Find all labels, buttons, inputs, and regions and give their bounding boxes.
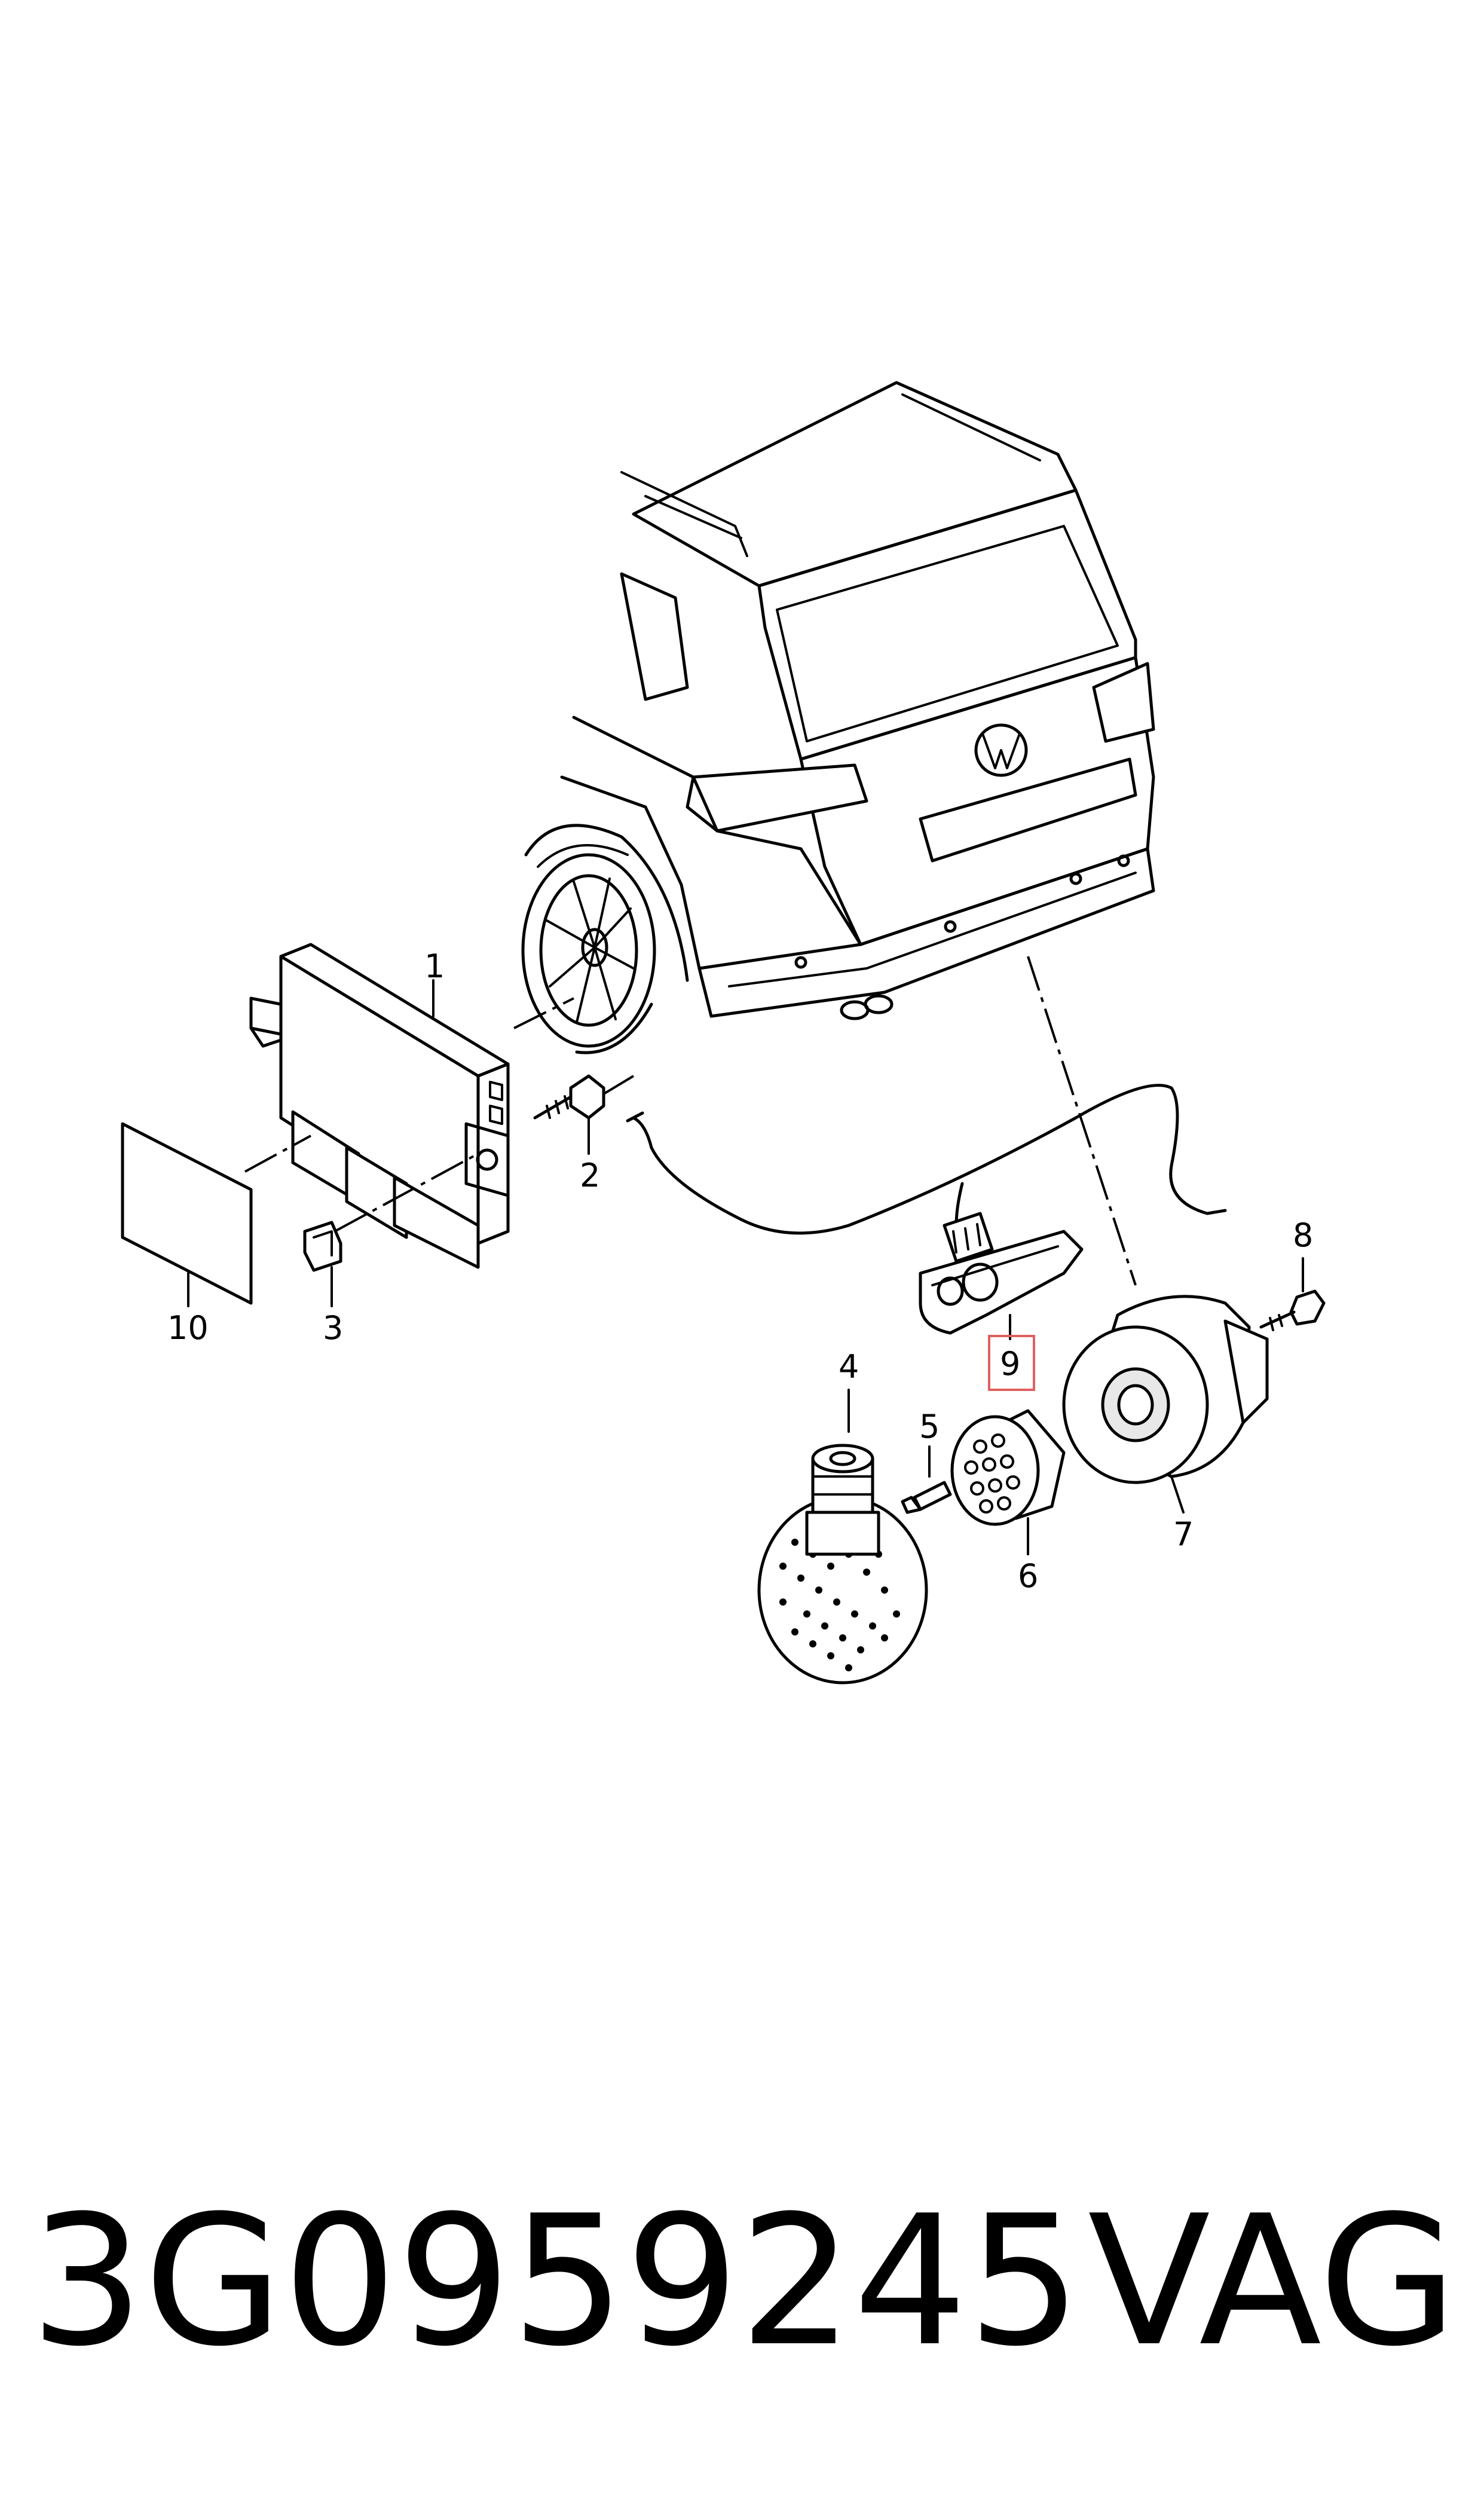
highlight-box [988,1335,1035,1391]
leader-lines [187,979,1304,1555]
footer: 3G0959245 VAG [30,2177,1457,2386]
bolt-part-2 [533,1074,605,1120]
callout-9: 9 [1000,1345,1020,1383]
vehicle-rear-illustration [521,381,1155,1054]
clip-part-3 [303,1221,342,1272]
screw-part-8 [1259,1289,1326,1331]
control-unit [249,943,510,1269]
park-sensor-part-7 [1062,1295,1269,1484]
callout-3: 3 [323,1309,343,1347]
callout-4: 4 [839,1348,859,1386]
callout-2: 2 [580,1157,600,1194]
callout-labels: 1 2 3 10 4 5 6 7 8 9 [167,947,1313,1595]
callout-1: 1 [424,947,445,985]
wiring-harness [626,1084,1227,1235]
callout-7: 7 [1173,1515,1194,1553]
pin-part-5 [901,1481,952,1514]
holder-part-4 [757,1444,928,1685]
brand-name: VAG [1088,2177,1457,2386]
callout-8: 8 [1293,1216,1313,1254]
callout-6: 6 [1018,1557,1038,1595]
label-sheet-part-10 [121,1122,253,1305]
sensor-bracket-part-9 [919,1212,1084,1335]
ring-part-6 [950,1409,1066,1526]
callout-5: 5 [919,1408,940,1445]
part-number: 3G0959245 [30,2177,1081,2386]
callout-10: 10 [167,1309,209,1347]
assembly-lines [244,956,1137,1286]
